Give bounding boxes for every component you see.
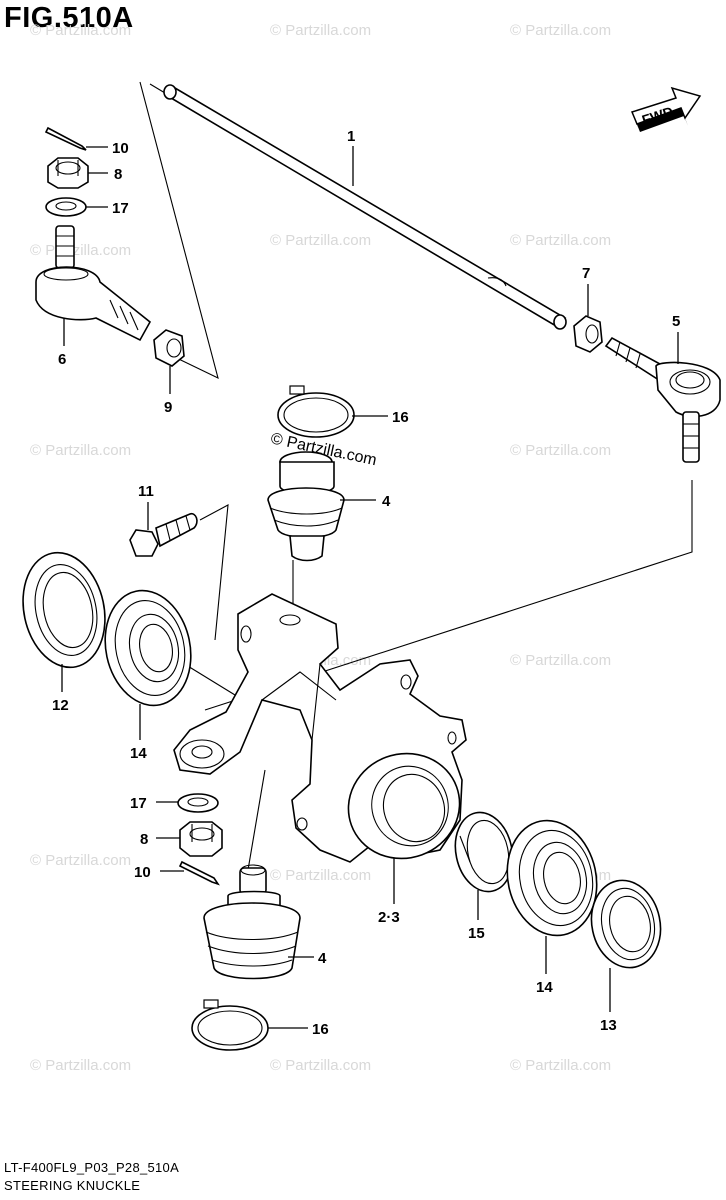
callout-5: 5	[672, 313, 680, 330]
callout-17: 17	[130, 795, 147, 812]
callout-labels: 1 10 8 17 6 9 7 5 16 4 11 12 14 17 8 10 …	[52, 128, 680, 1038]
callout-15: 15	[468, 925, 485, 942]
cotter-pin-part	[178, 860, 220, 886]
callout-8: 8	[114, 166, 122, 183]
watermark: © Partzilla.com	[510, 652, 611, 669]
callout-4: 4	[318, 950, 327, 967]
callout-8: 8	[140, 831, 148, 848]
bearing-part	[506, 819, 598, 937]
tie-rod-end-left-part	[35, 225, 152, 342]
callout-17: 17	[112, 200, 129, 217]
ball-joint-part	[203, 864, 301, 980]
reference-line	[199, 504, 229, 641]
bearing-part	[104, 589, 192, 707]
watermark: © Partzilla.com	[270, 232, 371, 249]
tie-rod-end-right-part	[604, 336, 721, 463]
callout-10: 10	[112, 140, 129, 157]
callout-11: 11	[138, 483, 154, 500]
callout-14: 14	[130, 745, 147, 762]
oil-seal-part	[22, 551, 106, 669]
callout-7: 7	[582, 265, 590, 282]
callout-9: 9	[164, 399, 172, 416]
callout-16: 16	[392, 409, 409, 426]
fwd-arrow-icon: FWD	[630, 86, 702, 132]
washer-part	[177, 793, 219, 813]
watermark: © Partzilla.com	[270, 1057, 371, 1074]
watermark: © Partzilla.com	[30, 852, 131, 869]
callout-2-3: 2·3	[378, 909, 400, 926]
castle-nut-part	[47, 157, 89, 189]
reference-line	[139, 81, 219, 380]
callout-14: 14	[536, 979, 553, 996]
bolt-part	[129, 512, 198, 557]
circlip-part	[277, 385, 355, 438]
watermark: © Partzilla.com	[30, 442, 131, 459]
watermark: © Partzilla.com	[30, 1057, 131, 1074]
castle-nut-part	[179, 821, 223, 857]
callout-4: 4	[382, 493, 391, 510]
oil-seal-part	[590, 879, 662, 969]
callout-10: 10	[134, 864, 151, 881]
spacer-part	[454, 811, 514, 893]
reference-line	[247, 769, 266, 871]
lock-nut-part	[573, 315, 603, 353]
callout-13: 13	[600, 1017, 617, 1034]
watermark: © Partzilla.com	[270, 867, 371, 884]
callout-12: 12	[52, 697, 69, 714]
figure-title: FIG.510A	[4, 2, 134, 34]
callout-1: 1	[347, 128, 355, 145]
diagram-name: STEERING KNUCKLE	[4, 1178, 141, 1193]
watermark: © Partzilla.com	[270, 22, 371, 39]
steering-knuckle-part	[173, 593, 467, 863]
ball-joint-part	[267, 451, 345, 562]
lock-nut-part	[153, 329, 185, 367]
watermark: © Partzilla.com	[510, 232, 611, 249]
callout-16: 16	[312, 1021, 329, 1038]
tie-rod-part	[163, 84, 567, 330]
circlip-part	[191, 999, 269, 1051]
diagram-code: LT-F400FL9_P03_P28_510A	[4, 1160, 180, 1175]
cotter-pin-part	[44, 126, 87, 151]
reference-line	[204, 480, 693, 711]
watermark: © Partzilla.com	[510, 1057, 611, 1074]
watermark: © Partzilla.com	[30, 242, 131, 259]
watermark: © Partzilla.com	[510, 442, 611, 459]
washer-part	[45, 197, 87, 217]
callout-leaders	[61, 146, 679, 1029]
callout-6: 6	[58, 351, 66, 368]
watermark: © Partzilla.com	[30, 22, 131, 39]
watermark: © Partzilla.com	[510, 22, 611, 39]
